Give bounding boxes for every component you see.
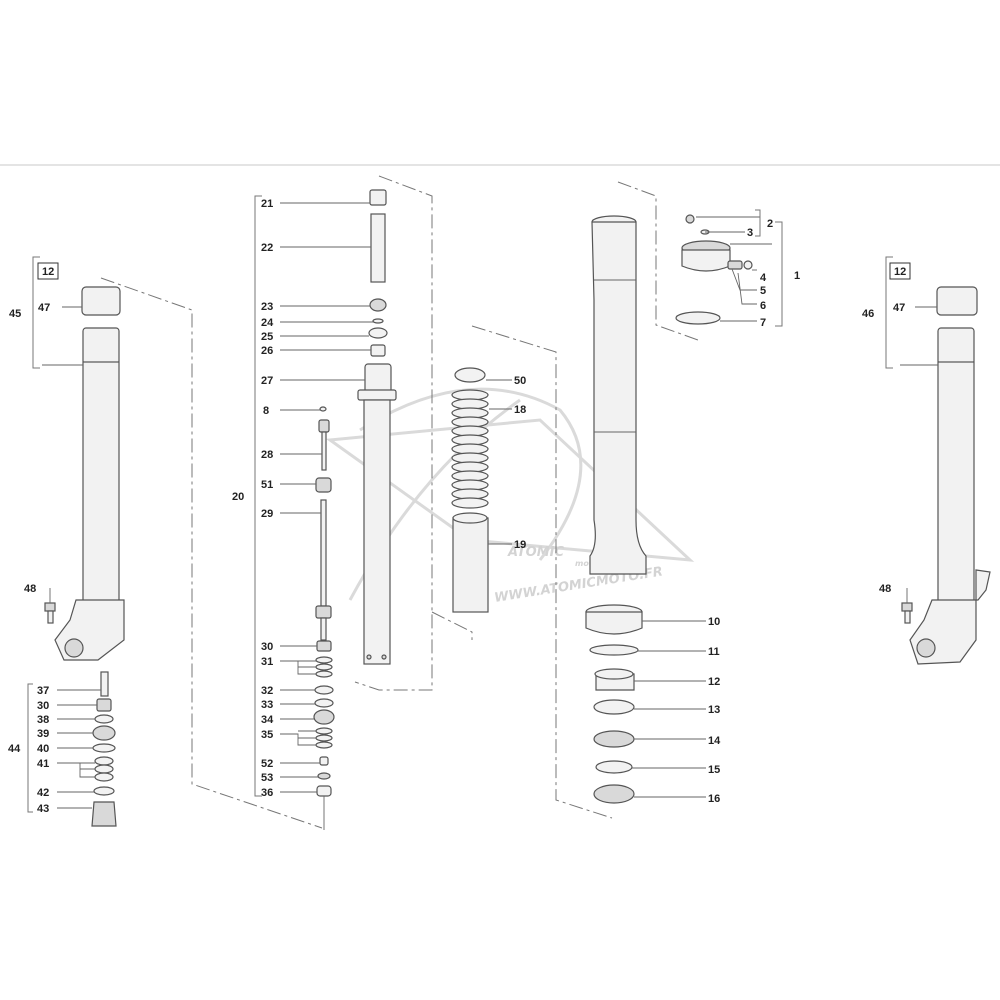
callout-48-left: 48 bbox=[24, 583, 36, 595]
callout-53: 53 bbox=[261, 772, 273, 784]
callout-15: 15 bbox=[708, 764, 720, 776]
callout-44: 44 bbox=[8, 743, 21, 755]
callout-33: 33 bbox=[261, 699, 273, 711]
callout-6: 6 bbox=[760, 300, 766, 312]
callout-30-left: 30 bbox=[37, 700, 49, 712]
callout-52: 52 bbox=[261, 758, 273, 770]
callout-labels: 1 2 3 4 5 6 7 8 10 11 12 13 14 15 16 18 … bbox=[8, 198, 906, 815]
callout-34: 34 bbox=[261, 714, 274, 726]
callout-51: 51 bbox=[261, 479, 273, 491]
callout-11: 11 bbox=[708, 646, 720, 658]
callout-32: 32 bbox=[261, 685, 273, 697]
callout-47-left: 47 bbox=[38, 302, 50, 314]
right-leg-assembly bbox=[885, 256, 991, 665]
callout-10: 10 bbox=[708, 616, 720, 628]
callout-24: 24 bbox=[261, 317, 274, 329]
callout-43: 43 bbox=[37, 803, 49, 815]
callout-20: 20 bbox=[232, 491, 244, 503]
callout-21: 21 bbox=[261, 198, 273, 210]
callout-5: 5 bbox=[760, 285, 766, 297]
callout-12-right: 12 bbox=[894, 266, 906, 278]
callout-47-right: 47 bbox=[893, 302, 905, 314]
callout-14: 14 bbox=[708, 735, 721, 747]
callout-2: 2 bbox=[767, 218, 773, 230]
left-leg-assembly bbox=[27, 256, 323, 829]
callout-37: 37 bbox=[37, 685, 49, 697]
watermark-brand-sub: moto bbox=[575, 559, 599, 568]
callout-23: 23 bbox=[261, 301, 273, 313]
outer-tube-assembly bbox=[585, 181, 783, 804]
callout-12-left: 12 bbox=[42, 266, 54, 278]
callout-36: 36 bbox=[261, 787, 273, 799]
callout-1: 1 bbox=[794, 270, 800, 282]
callout-38: 38 bbox=[37, 714, 49, 726]
callout-3: 3 bbox=[747, 227, 753, 239]
callout-7: 7 bbox=[760, 317, 766, 329]
callout-50: 50 bbox=[514, 375, 526, 387]
callout-26: 26 bbox=[261, 345, 273, 357]
callout-46: 46 bbox=[862, 308, 874, 320]
callout-39: 39 bbox=[37, 728, 49, 740]
callout-27: 27 bbox=[261, 375, 273, 387]
callout-35: 35 bbox=[261, 729, 273, 741]
callout-30-center: 30 bbox=[261, 641, 273, 653]
callout-42: 42 bbox=[37, 787, 49, 799]
callout-16: 16 bbox=[708, 793, 720, 805]
callout-25: 25 bbox=[261, 331, 273, 343]
callout-48-right: 48 bbox=[879, 583, 891, 595]
callout-19: 19 bbox=[514, 539, 526, 551]
callout-8: 8 bbox=[263, 405, 269, 417]
callout-45: 45 bbox=[9, 308, 21, 320]
callout-41: 41 bbox=[37, 758, 49, 770]
callout-22: 22 bbox=[261, 242, 273, 254]
callout-31: 31 bbox=[261, 656, 273, 668]
callout-12-center: 12 bbox=[708, 676, 720, 688]
callout-40: 40 bbox=[37, 743, 49, 755]
callout-4: 4 bbox=[760, 272, 767, 284]
callout-13: 13 bbox=[708, 704, 720, 716]
callout-29: 29 bbox=[261, 508, 273, 520]
main-spring bbox=[451, 389, 489, 509]
callout-28: 28 bbox=[261, 449, 273, 461]
callout-18: 18 bbox=[514, 404, 526, 416]
watermark-brand: ATOMIC bbox=[507, 545, 565, 560]
damper-assembly bbox=[254, 175, 433, 830]
spring-assembly bbox=[431, 325, 613, 819]
